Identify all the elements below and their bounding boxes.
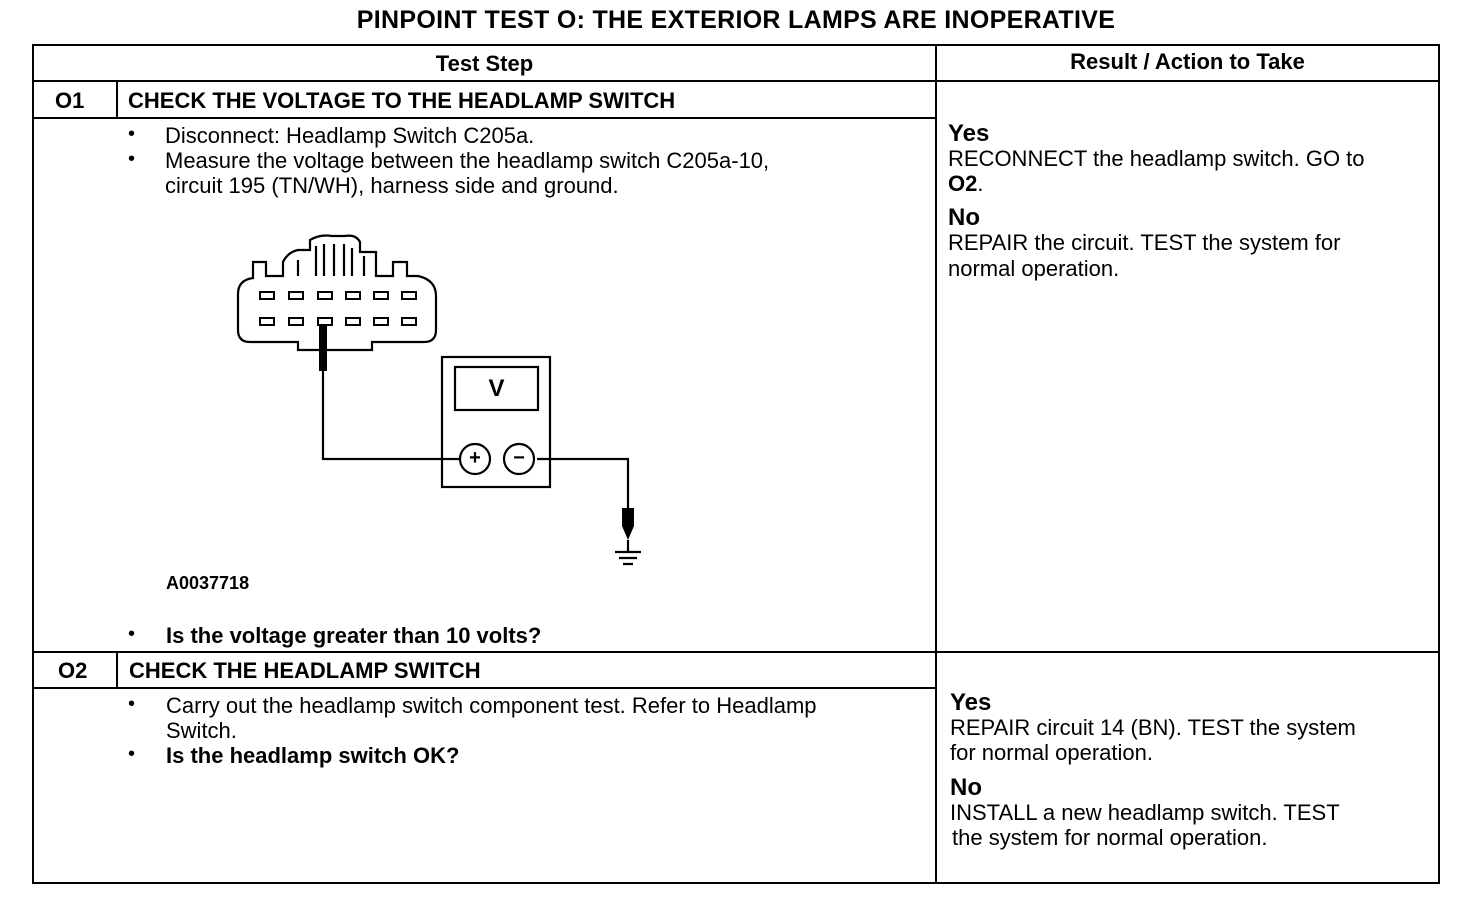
step-o1-no-text: REPAIR the circuit. TEST the system for bbox=[948, 230, 1341, 255]
table-border-right bbox=[1438, 44, 1440, 884]
step-o2-id: O2 bbox=[58, 658, 88, 683]
terminal bbox=[401, 317, 417, 326]
step-o1-no-text-2: normal operation. bbox=[948, 256, 1120, 281]
minus-terminal bbox=[502, 442, 536, 476]
step-o2-bullet-1: Carry out the headlamp switch component … bbox=[166, 693, 817, 718]
step-o1-heading: CHECK THE VOLTAGE TO THE HEADLAMP SWITCH bbox=[128, 88, 676, 113]
step-o2-yes-text: REPAIR circuit 14 (BN). TEST the system bbox=[950, 715, 1356, 740]
step-o2-yes-label: Yes bbox=[950, 689, 992, 716]
plus-terminal bbox=[458, 442, 492, 476]
bullet: • bbox=[128, 623, 136, 645]
step-o2-question: Is the headlamp switch OK? bbox=[166, 743, 460, 768]
step-o1-bullet-2-cont: circuit 195 (TN/WH), harness side and gr… bbox=[165, 173, 619, 198]
voltmeter-display bbox=[453, 365, 540, 412]
figure-label: A0037718 bbox=[166, 573, 250, 593]
step-o1-id-divider bbox=[116, 81, 118, 118]
terminal bbox=[373, 317, 389, 326]
probe-wire-positive bbox=[321, 370, 460, 461]
step-o2-no-text-2: the system for normal operation. bbox=[952, 825, 1268, 850]
step-o1-bullet-1: Disconnect: Headlamp Switch C205a. bbox=[165, 123, 535, 148]
goto-step-link: O2 bbox=[948, 171, 978, 196]
terminal bbox=[317, 317, 333, 326]
header-divider bbox=[32, 80, 1440, 82]
voltmeter-symbol: V bbox=[488, 375, 505, 402]
step-o1-yes-label: Yes bbox=[948, 120, 990, 147]
terminal bbox=[401, 291, 417, 300]
step-o1-no-label: No bbox=[948, 204, 980, 231]
step-o2-yes-text-2: for normal operation. bbox=[950, 740, 1153, 765]
terminal bbox=[317, 291, 333, 300]
step-o2-id-divider bbox=[116, 652, 118, 688]
step-o2-bullet-1-cont: Switch. bbox=[166, 718, 237, 743]
bullet: • bbox=[128, 693, 136, 715]
minus-symbol: − bbox=[513, 447, 525, 469]
terminal bbox=[345, 317, 361, 326]
table-border-bottom bbox=[32, 882, 1440, 884]
test-step-header: Test Step bbox=[435, 51, 534, 76]
column-divider bbox=[935, 44, 937, 884]
connector-latch bbox=[314, 244, 354, 276]
terminal bbox=[288, 291, 304, 300]
page-title: PINPOINT TEST O: THE EXTERIOR LAMPS ARE … bbox=[356, 6, 1116, 34]
bullet: • bbox=[128, 148, 136, 170]
step-o2-no-label: No bbox=[950, 774, 982, 801]
voltmeter-body bbox=[440, 355, 552, 489]
probe-wire-negative bbox=[537, 457, 630, 510]
step-o2-no-text: INSTALL a new headlamp switch. TEST bbox=[950, 800, 1340, 825]
step-o1-bullet-2: Measure the voltage between the headlamp… bbox=[165, 148, 770, 173]
table-border-left bbox=[32, 44, 34, 884]
step-o1-question: Is the voltage greater than 10 volts? bbox=[166, 623, 542, 648]
terminal bbox=[259, 291, 275, 300]
step-o1-heading-divider bbox=[32, 117, 937, 119]
step-o2-heading: CHECK THE HEADLAMP SWITCH bbox=[129, 658, 481, 683]
probe-tip-positive bbox=[319, 325, 327, 371]
result-header: Result / Action to Take bbox=[1070, 49, 1305, 74]
bullet: • bbox=[128, 743, 136, 765]
step-divider bbox=[32, 651, 1440, 653]
connector-body bbox=[236, 234, 438, 352]
terminal bbox=[373, 291, 389, 300]
bullet: • bbox=[128, 123, 136, 145]
table-border-top bbox=[32, 44, 1440, 46]
terminal bbox=[259, 317, 275, 326]
plus-symbol: + bbox=[469, 447, 481, 469]
step-o1-yes-text: RECONNECT the headlamp switch. GO to bbox=[948, 146, 1365, 171]
step-o1-yes-text-2: O2. bbox=[948, 171, 984, 196]
step-o1-id: O1 bbox=[55, 88, 85, 113]
step-o2-heading-divider bbox=[32, 687, 937, 689]
probe-tip-negative bbox=[622, 508, 634, 540]
ground-symbol bbox=[615, 540, 641, 566]
terminal bbox=[345, 291, 361, 300]
terminal bbox=[288, 317, 304, 326]
